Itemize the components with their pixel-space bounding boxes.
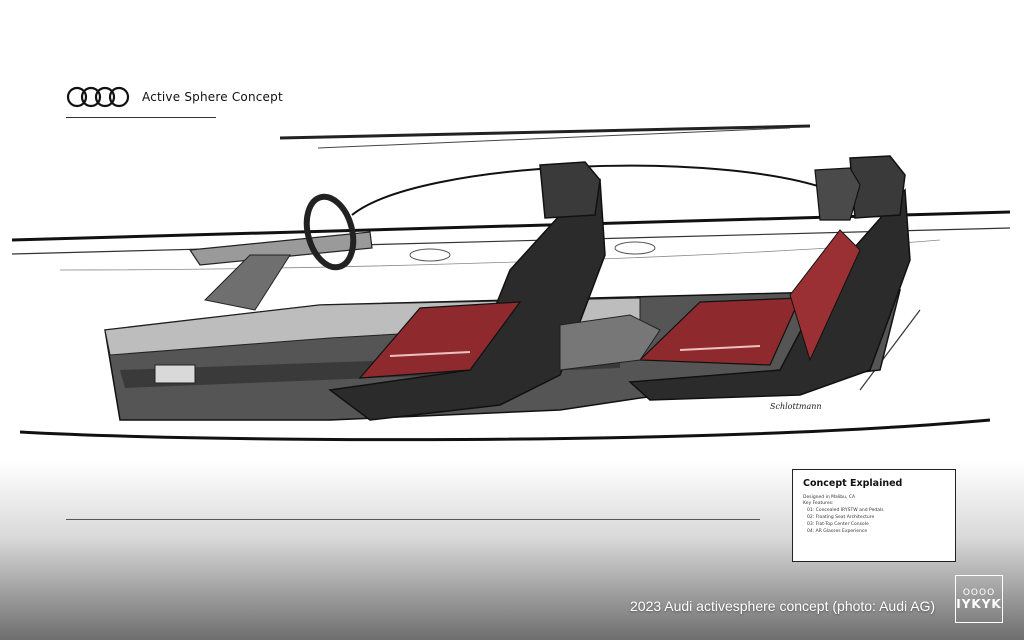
audi-rings-icon [66,86,130,108]
feature-item: 02: Floating Seat Architecture [807,515,875,520]
header-logo-row: Active Sphere Concept [66,86,283,108]
watermark-line2: IYKYK [956,596,1002,611]
info-box-location: Designed in Malibu, CA [803,495,856,500]
feature-item: 01: Concealed IRYSTW and Pedals [807,508,884,513]
feature-item: 03: Flat-Top Center Console [807,522,869,527]
photo-caption: 2023 Audi activesphere concept (photo: A… [630,598,936,614]
title-underline [66,117,216,118]
watermark-line1: OOOO [962,587,996,598]
car-interior-sketch [11,124,1011,442]
concept-info-box: Concept Explained Designed in Malibu, CA… [792,469,956,562]
designer-signature: Schlottmann [770,402,822,411]
bottom-rule [66,519,760,520]
feature-item: 04: AR Glasses Experience [807,529,868,534]
info-box-title: Concept Explained [803,478,903,489]
watermark-logo: OOOO IYKYK [955,575,1003,623]
page-title: Active Sphere Concept [142,90,283,104]
info-box-features-label: Key Features: [803,501,834,506]
